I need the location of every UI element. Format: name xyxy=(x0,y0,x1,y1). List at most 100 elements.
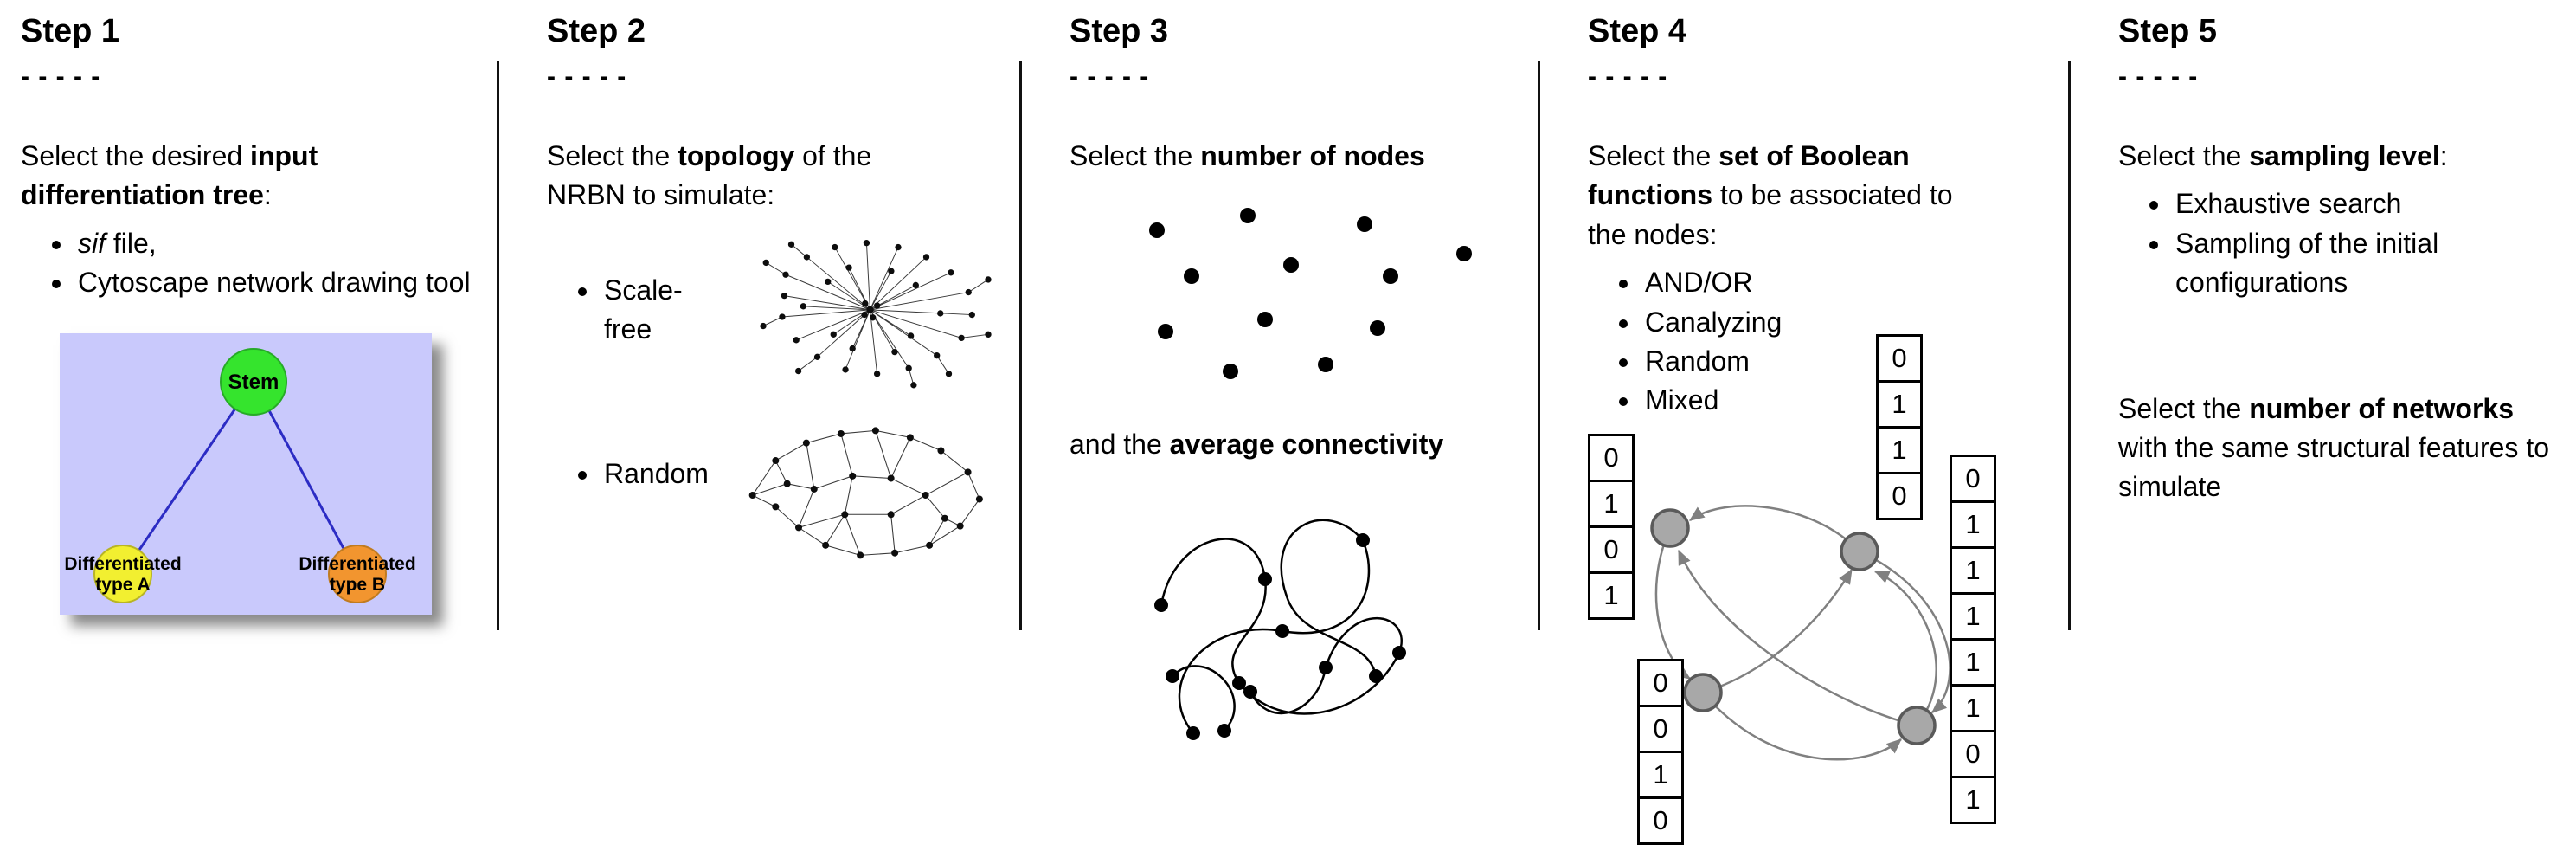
step-4-options: AND/OR Canalyzing Random Mixed xyxy=(1588,263,2059,421)
text-segment: and the xyxy=(1070,429,1170,461)
type-b-label-line2: type B xyxy=(330,575,385,595)
differentiation-tree-figure: Stem Differentiated type A Differentiate… xyxy=(60,332,432,615)
divider xyxy=(1538,61,1540,630)
boolean-table-left: 0 1 0 1 xyxy=(1588,433,1635,620)
text-segment-bold: sampling level xyxy=(2249,139,2440,171)
text-segment-italic: sif xyxy=(78,227,106,259)
step-4-dashes: - - - - - xyxy=(1588,61,1668,91)
random-nodes xyxy=(748,427,983,559)
option-exhaustive-search: Exhaustive search xyxy=(2172,184,2567,223)
table-cell: 1 xyxy=(1950,637,1996,687)
type-a-label-line1: Differentiated xyxy=(64,554,181,574)
boolean-network-figure: 0 1 0 1 0 1 1 0 0 0 1 0 0 1 1 1 xyxy=(1588,333,2072,851)
gene-node xyxy=(1840,532,1879,571)
text-segment: to be associated to the nodes: xyxy=(1588,179,1953,250)
table-cell: 1 xyxy=(1876,425,1923,474)
step-3-title: Step 3 xyxy=(1070,13,1169,49)
gene-node xyxy=(1683,673,1723,712)
divider xyxy=(497,61,499,630)
table-cell: 1 xyxy=(1950,500,1996,549)
text-segment: Select the xyxy=(1588,139,1719,171)
boolean-table-right: 0 1 1 1 1 1 0 1 xyxy=(1950,454,1996,824)
random-option: Random xyxy=(547,455,724,493)
step-4-instruction: Select the set of Boolean functions to b… xyxy=(1588,137,1995,255)
table-cell: 1 xyxy=(1950,545,1996,595)
option-canalyzing: Canalyzing xyxy=(1641,303,2059,342)
text-segment-bold: number of networks xyxy=(2249,392,2515,424)
step-5-title: Step 5 xyxy=(2118,13,2218,49)
table-cell: 0 xyxy=(1950,454,1996,503)
step-2-instruction: Select the topology of the NRBN to simul… xyxy=(547,137,954,216)
table-cell: 0 xyxy=(1876,333,1923,383)
scale-free-edges xyxy=(762,242,989,385)
table-cell: 0 xyxy=(1876,471,1923,520)
text-segment-bold: average connectivity xyxy=(1169,429,1444,461)
text-segment-bold: set of Boolean functions xyxy=(1588,139,1910,211)
table-cell: 1 xyxy=(1950,591,1996,641)
type-a-node xyxy=(93,544,152,603)
table-cell: 0 xyxy=(1637,704,1684,753)
network-arrows xyxy=(1654,505,1951,761)
gene-node xyxy=(1650,508,1690,548)
network-nodes xyxy=(1650,508,1937,745)
text-segment: Select the desired xyxy=(21,139,251,171)
gene-node xyxy=(1897,706,1937,745)
table-cell: 0 xyxy=(1637,796,1684,845)
boolean-table-bottom-left: 0 0 1 0 xyxy=(1637,658,1684,845)
table-cell: 0 xyxy=(1950,729,1996,778)
connectivity-nodes xyxy=(1153,532,1406,740)
step-3-panel: Step 3 - - - - - Select the number of no… xyxy=(1022,13,1538,851)
stem-node xyxy=(220,347,287,416)
table-cell: 1 xyxy=(1637,750,1684,799)
scale-free-network-figure xyxy=(760,239,992,389)
step-5-options: Exhaustive search Sampling of the initia… xyxy=(2118,184,2567,302)
text-segment: : xyxy=(263,179,272,211)
text-segment: Select the xyxy=(2118,139,2250,171)
random-network-figure xyxy=(748,427,983,559)
type-b-label-line1: Differentiated xyxy=(299,554,415,574)
option-sampling-initial-configurations: Sampling of the initial configurations xyxy=(2172,224,2567,303)
step-3-instruction-connectivity: and the average connectivity xyxy=(1070,425,1529,464)
text-segment: Select the xyxy=(1070,139,1201,171)
boolean-network-svg xyxy=(1650,505,1951,761)
step-4-title: Step 4 xyxy=(1588,13,1687,49)
step-4-panel: Step 4 - - - - - Select the set of Boole… xyxy=(1540,13,2068,851)
text-segment: Select the xyxy=(2118,392,2250,424)
text-segment-bold: topology xyxy=(678,139,795,171)
type-a-label-line2: type A xyxy=(95,575,150,595)
option-and-or: AND/OR xyxy=(1641,263,2059,302)
table-cell: 1 xyxy=(1950,775,1996,824)
text-segment-bold: number of nodes xyxy=(1200,139,1425,171)
stem-label: Stem xyxy=(228,371,279,394)
option-random: Random xyxy=(601,455,724,493)
step-1-panel: Step 1 - - - - - Select the desired inpu… xyxy=(0,13,497,851)
step-3-instruction-nodes: Select the number of nodes xyxy=(1070,137,1529,176)
step-5-dashes: - - - - - xyxy=(2118,61,2199,91)
tree-svg: Stem Differentiated type A Differentiate… xyxy=(60,332,432,615)
tree-edges xyxy=(121,380,359,575)
table-cell: 0 xyxy=(1637,658,1684,707)
table-cell: 1 xyxy=(1588,571,1635,620)
step-1-title: Step 1 xyxy=(21,13,120,49)
text-segment: : xyxy=(2439,139,2448,171)
option-mixed: Mixed xyxy=(1641,381,2059,420)
step-5-instruction-sampling: Select the sampling level: xyxy=(2118,137,2555,176)
scale-free-nodes xyxy=(760,239,992,389)
scale-free-row: Scale-free xyxy=(547,235,1011,399)
nodes-dots-figure xyxy=(1148,208,1472,380)
text-segment: with the same structural features to sim… xyxy=(2118,431,2549,503)
scattered-nodes xyxy=(1148,208,1472,380)
step-5-instruction-networks: Select the number of networks with the s… xyxy=(2118,390,2555,507)
boolean-table-top: 0 1 1 0 xyxy=(1876,333,1923,520)
divider xyxy=(2068,61,2071,630)
text-segment-bold: input differentiation tree xyxy=(21,139,318,211)
step-5-panel: Step 5 - - - - - Select the sampling lev… xyxy=(2071,13,2576,851)
step-1-dashes: - - - - - xyxy=(21,61,101,91)
text-segment: Select the xyxy=(547,139,678,171)
text-segment: of the NRBN to simulate: xyxy=(547,139,872,211)
divider xyxy=(1019,61,1022,630)
table-cell: 1 xyxy=(1588,479,1635,528)
random-row: Random xyxy=(547,418,1011,580)
option-scale-free: Scale-free xyxy=(601,271,724,350)
